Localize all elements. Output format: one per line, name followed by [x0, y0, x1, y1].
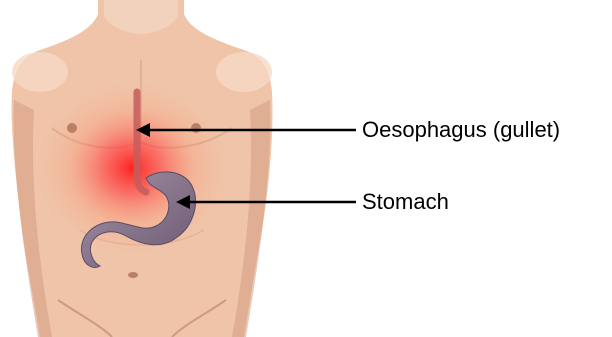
- stomach-label: Stomach: [362, 191, 449, 213]
- torso-illustration: [12, 0, 273, 337]
- navel: [128, 272, 138, 278]
- right-shoulder-highlight: [216, 52, 272, 92]
- oesophagus-label: Oesophagus (gullet): [362, 119, 560, 141]
- left-shoulder-highlight: [12, 52, 68, 92]
